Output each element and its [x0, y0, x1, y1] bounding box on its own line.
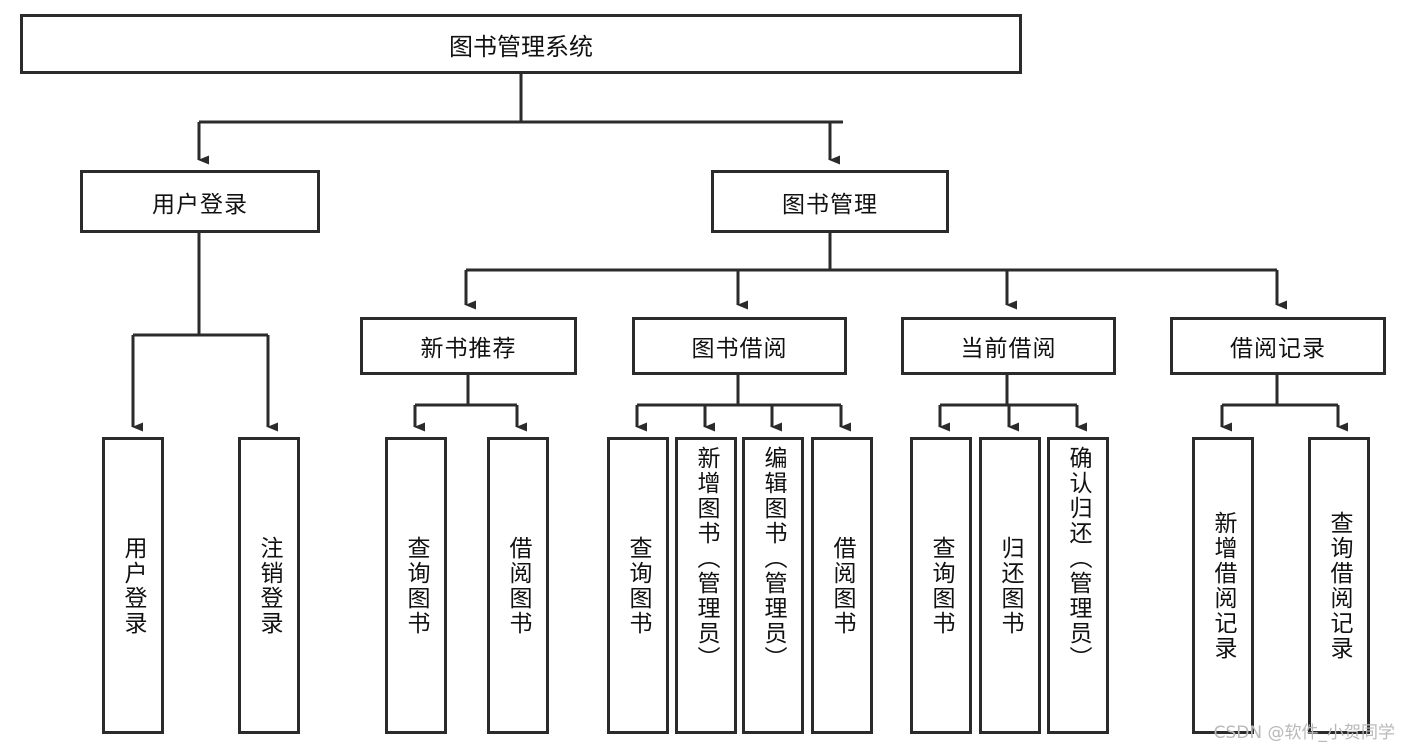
leaf-query-borrow-record[interactable]: 查询借阅记录 [1308, 437, 1370, 734]
leaf-label: 查询借阅记录 [1326, 510, 1353, 661]
leaf-label: 注销登录 [256, 535, 283, 636]
leaf-user-logout[interactable]: 注销登录 [238, 437, 300, 734]
leaf-user-login[interactable]: 用户登录 [102, 437, 164, 734]
leaf-label: 查询图书 [928, 535, 955, 636]
node-current-borrow[interactable]: 当前借阅 [901, 317, 1116, 375]
node-book-borrow[interactable]: 图书借阅 [632, 317, 847, 375]
leaf-label: 新增图书（管理员） [693, 446, 720, 671]
node-new-book-recommend[interactable]: 新书推荐 [360, 317, 577, 375]
leaf-confirm-return-admin[interactable]: 确认归还（管理员） [1047, 437, 1109, 734]
watermark-text: CSDN @软件_小贺同学 [1213, 723, 1395, 743]
leaf-label: 新增借阅记录 [1210, 510, 1237, 661]
leaf-add-book-admin[interactable]: 新增图书（管理员） [675, 437, 737, 734]
leaf-query-books-borrow[interactable]: 查询图书 [607, 437, 669, 734]
leaf-borrow-books[interactable]: 借阅图书 [811, 437, 873, 734]
leaf-label: 借阅图书 [505, 535, 532, 636]
node-user-login[interactable]: 用户登录 [80, 170, 320, 233]
leaf-label: 编辑图书（管理员） [760, 446, 787, 671]
leaf-label: 确认归还（管理员） [1065, 446, 1092, 671]
leaf-label: 用户登录 [120, 535, 147, 636]
node-borrow-records[interactable]: 借阅记录 [1170, 317, 1386, 375]
leaf-query-books-current[interactable]: 查询图书 [910, 437, 972, 734]
leaf-label: 查询图书 [403, 535, 430, 636]
leaf-label: 归还图书 [997, 535, 1024, 636]
node-book-management[interactable]: 图书管理 [711, 170, 949, 233]
leaf-borrow-books-recommend[interactable]: 借阅图书 [487, 437, 549, 734]
leaf-label: 查询图书 [625, 535, 652, 636]
node-root-system[interactable]: 图书管理系统 [20, 14, 1022, 74]
leaf-edit-book-admin[interactable]: 编辑图书（管理员） [742, 437, 804, 734]
leaf-label: 借阅图书 [829, 535, 856, 636]
leaf-add-borrow-record[interactable]: 新增借阅记录 [1192, 437, 1254, 734]
leaf-query-books-recommend[interactable]: 查询图书 [385, 437, 447, 734]
leaf-return-books[interactable]: 归还图书 [979, 437, 1041, 734]
